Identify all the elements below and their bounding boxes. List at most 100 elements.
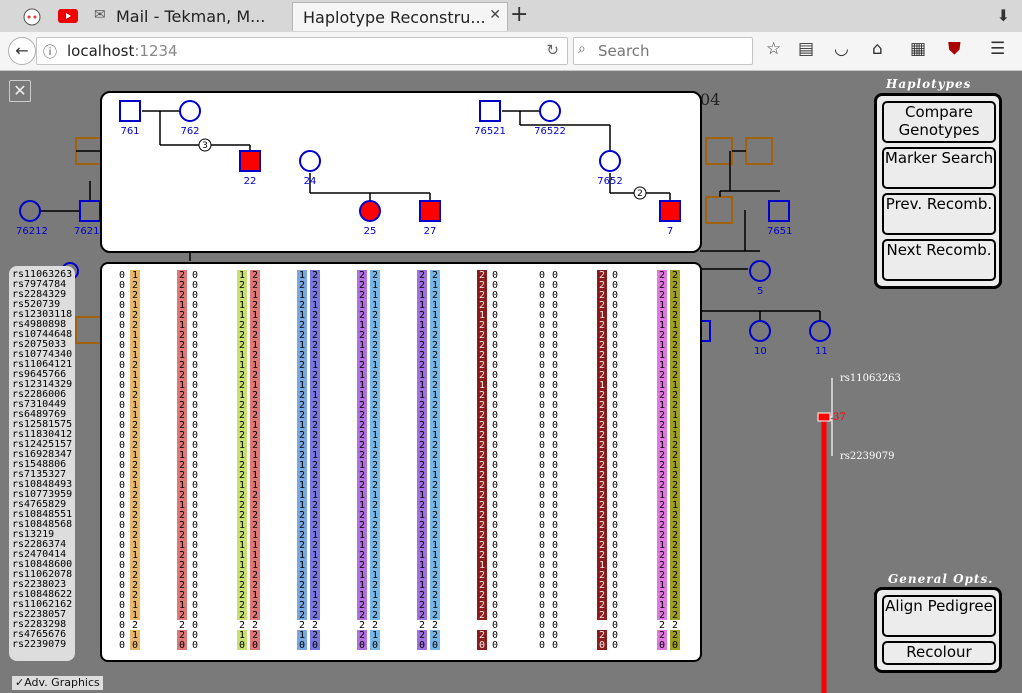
haplotype-bar[interactable]: [177, 270, 187, 620]
tab-haplotype[interactable]: Haplotype Reconstru... ✕: [292, 2, 508, 31]
compare-genotypes-button[interactable]: Compare Genotypes: [882, 101, 996, 143]
haplotype-bar[interactable]: [670, 270, 680, 620]
marker-name[interactable]: rs520739: [12, 299, 61, 310]
marker-name[interactable]: rs11062162: [12, 599, 73, 610]
marker-name[interactable]: rs10848600: [12, 559, 73, 570]
marker-name[interactable]: rs11064121: [12, 359, 73, 370]
menu-icon[interactable]: ☰: [990, 39, 1006, 59]
youtube-pinned-tab[interactable]: [54, 4, 82, 28]
marker-name[interactable]: rs2239079: [12, 639, 67, 650]
search-box[interactable]: ⌕: [573, 37, 753, 65]
marker-name[interactable]: rs12581575: [12, 419, 73, 430]
marker-name[interactable]: rs16928347: [12, 449, 73, 460]
haplotype-bar[interactable]: [130, 270, 140, 620]
haplotype-bar-tail[interactable]: [310, 630, 320, 650]
haplotype-bar-tail[interactable]: [430, 630, 440, 650]
haplotype-bar-tail[interactable]: [357, 630, 367, 650]
marker-name[interactable]: rs2470414: [12, 549, 67, 560]
marker-name[interactable]: rs2284329: [12, 289, 67, 300]
haplotype-bar[interactable]: [430, 270, 440, 620]
search-input[interactable]: [596, 40, 750, 62]
pocket-icon[interactable]: ◡: [834, 39, 849, 59]
marker-name[interactable]: rs12303118: [12, 309, 73, 320]
marker-name[interactable]: rs10848551: [12, 509, 73, 520]
new-tab-button[interactable]: +: [510, 2, 529, 27]
info-icon[interactable]: ⓘ: [43, 45, 57, 61]
home-icon[interactable]: ⌂: [872, 39, 883, 59]
marker-name[interactable]: rs7310449: [12, 399, 67, 410]
recolour-button[interactable]: Recolour: [882, 641, 996, 665]
marker-name[interactable]: rs13219: [12, 529, 55, 540]
haplotype-bar-tail[interactable]: [177, 630, 187, 650]
marker-name[interactable]: rs10774340: [12, 349, 73, 360]
haplotype-bar-tail[interactable]: [237, 630, 247, 650]
marker-name[interactable]: rs9645766: [12, 369, 67, 380]
url-bar[interactable]: ⓘ localhost:1234 ↻: [36, 37, 568, 65]
marker-name[interactable]: rs4765676: [12, 629, 67, 640]
close-tab-icon[interactable]: ✕: [489, 7, 501, 23]
align-pedigree-button[interactable]: Align Pedigree: [882, 595, 996, 637]
haplotype-bar[interactable]: [357, 270, 367, 620]
marker-name[interactable]: rs12314329: [12, 379, 73, 390]
allele: 0: [539, 470, 545, 481]
marker-name[interactable]: rs2286006: [12, 389, 67, 400]
allele: 0: [552, 290, 558, 301]
ublock-icon[interactable]: ⛊: [948, 39, 961, 59]
haplotype-bar-tail[interactable]: [477, 630, 487, 650]
marker-slider[interactable]: rs11063263 37 rs2239079: [817, 373, 901, 693]
marker-name[interactable]: rs4765829: [12, 499, 67, 510]
haplotype-bar-tail[interactable]: [597, 630, 607, 650]
haplotype-bar-tail[interactable]: [417, 630, 427, 650]
marker-search-button[interactable]: Marker Search: [882, 147, 996, 189]
marker-name[interactable]: rs1548806: [12, 459, 67, 470]
marker-name[interactable]: rs2075033: [12, 339, 67, 350]
marker-name[interactable]: rs12425157: [12, 439, 73, 450]
haplotype-bar[interactable]: [237, 270, 247, 620]
marker-name[interactable]: rs7974784: [12, 279, 67, 290]
prev-recomb-button[interactable]: Prev. Recomb.: [882, 193, 996, 235]
marker-name[interactable]: rs10848622: [12, 589, 73, 600]
marker-name[interactable]: rs11063263: [12, 269, 73, 280]
haplotype-bar[interactable]: [477, 270, 487, 620]
haplotype-bar-tail[interactable]: [130, 630, 140, 650]
close-view-button[interactable]: ✕: [9, 80, 31, 102]
allele: 2: [479, 360, 485, 371]
marker-name[interactable]: rs2238057: [12, 609, 67, 620]
bookmark-star-icon[interactable]: ☆: [766, 39, 782, 59]
reading-list-icon[interactable]: ▤: [798, 39, 815, 59]
extension-icon[interactable]: ▦: [910, 39, 927, 59]
adv-graphics-checkbox[interactable]: ✓Adv. Graphics: [12, 676, 103, 690]
haplotype-bar-tail[interactable]: [250, 630, 260, 650]
marker-name[interactable]: rs11830412: [12, 429, 73, 440]
marker-name[interactable]: rs2283298: [12, 619, 67, 630]
marker-name[interactable]: rs2286374: [12, 539, 67, 550]
haplotype-bar[interactable]: [597, 270, 607, 620]
marker-name[interactable]: rs10773959: [12, 489, 73, 500]
marker-name[interactable]: rs10848493: [12, 479, 73, 490]
marker-name[interactable]: rs11062078: [12, 569, 73, 580]
haplotype-bar-tail[interactable]: [670, 630, 680, 650]
haplotype-bar[interactable]: [370, 270, 380, 620]
allele: 2: [299, 570, 305, 581]
tab-mail[interactable]: ✉ Mail - Tekman, M...: [90, 2, 290, 30]
marker-name[interactable]: rs7135327: [12, 469, 67, 480]
marker-name[interactable]: rs6489769: [12, 409, 67, 420]
haplotype-bar-tail[interactable]: [297, 630, 307, 650]
allele: 2: [672, 570, 678, 581]
next-recomb-button[interactable]: Next Recomb.: [882, 239, 996, 281]
haplotype-bar[interactable]: [417, 270, 427, 620]
back-button[interactable]: ←: [8, 37, 36, 65]
haplotype-bar-tail[interactable]: [370, 630, 380, 650]
haplotype-bar[interactable]: [297, 270, 307, 620]
haplotype-bar[interactable]: [657, 270, 667, 620]
haplotype-bar[interactable]: [310, 270, 320, 620]
download-icon[interactable]: ⬇: [996, 6, 1010, 25]
haplotype-bar[interactable]: [250, 270, 260, 620]
reddit-pinned-tab[interactable]: [18, 4, 46, 28]
marker-name[interactable]: rs4980898: [12, 319, 67, 330]
marker-name[interactable]: rs2238023: [12, 579, 67, 590]
reload-icon[interactable]: ↻: [546, 41, 559, 59]
haplotype-bar-tail[interactable]: [657, 630, 667, 650]
marker-name[interactable]: rs10744648: [12, 329, 73, 340]
marker-name[interactable]: rs10848568: [12, 519, 73, 530]
